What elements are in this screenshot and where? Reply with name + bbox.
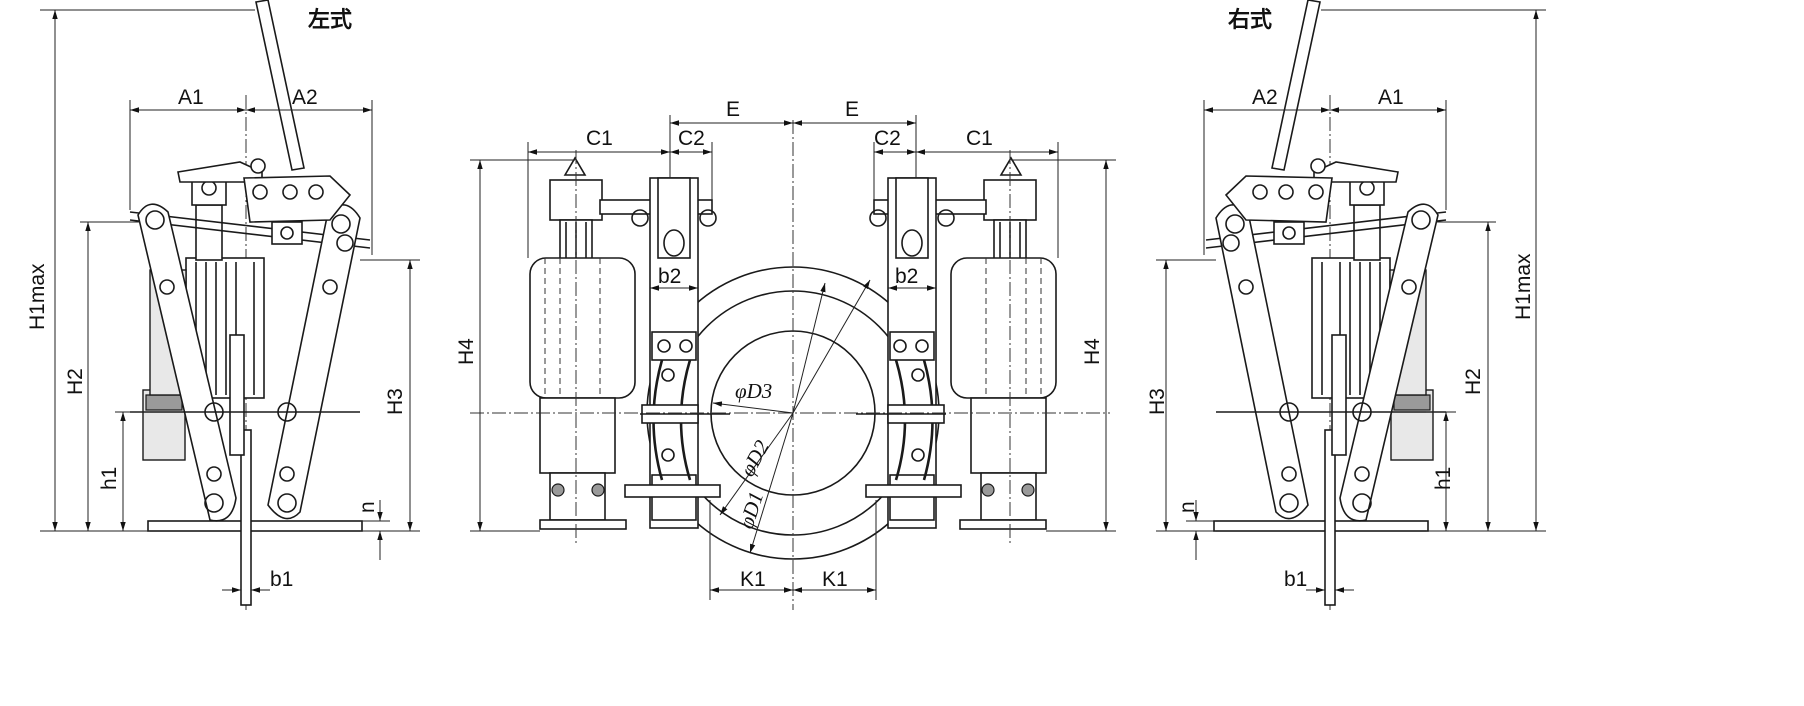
dim-C2-right: C2 bbox=[874, 127, 901, 150]
dim-b2-right: b2 bbox=[895, 265, 918, 288]
dim-D3: φD3 bbox=[735, 379, 772, 403]
dim-H3-right: H3 bbox=[1146, 388, 1169, 415]
dim-E-left: E bbox=[726, 98, 740, 121]
dim-n-left: n bbox=[356, 501, 379, 513]
dim-C1-left: C1 bbox=[586, 127, 613, 150]
dim-C1-right: C1 bbox=[966, 127, 993, 150]
right-style-view: 右式 A2 A1 H1max H2 h1 H3 n b1 bbox=[1146, 0, 1546, 611]
dim-H4-right: H4 bbox=[1081, 338, 1104, 365]
left-style-view: 左式 A1 A2 H1max H2 h1 H3 n b1 bbox=[26, 0, 420, 611]
dim-C2-left: C2 bbox=[678, 127, 705, 150]
dim-A2-right: A2 bbox=[1252, 86, 1278, 109]
dim-H3-left: H3 bbox=[384, 388, 407, 415]
dim-H2-left: H2 bbox=[64, 368, 87, 395]
dim-A1-right: A1 bbox=[1378, 86, 1404, 109]
dim-H1max-left: H1max bbox=[26, 263, 49, 330]
dim-b2-left: b2 bbox=[658, 265, 681, 288]
dim-h1-right: h1 bbox=[1432, 467, 1455, 490]
dim-D1: φD1 bbox=[734, 489, 768, 532]
dim-A2-left: A2 bbox=[292, 86, 318, 109]
dim-K1-right: K1 bbox=[822, 568, 848, 591]
dim-K1-left: K1 bbox=[740, 568, 766, 591]
dim-A1-left: A1 bbox=[178, 86, 204, 109]
front-view: C1 C2 E E C2 C1 b2 b2 H4 H4 K1 K1 φD3 φD… bbox=[455, 98, 1116, 610]
dim-h1-left: h1 bbox=[98, 467, 121, 490]
dim-E-right: E bbox=[845, 98, 859, 121]
dim-H4-left: H4 bbox=[455, 338, 478, 365]
left-style-title: 左式 bbox=[308, 7, 352, 33]
dim-b1-right: b1 bbox=[1284, 568, 1307, 591]
dim-H1max-right: H1max bbox=[1512, 253, 1535, 320]
dim-b1-left: b1 bbox=[270, 568, 293, 591]
dim-n-right: n bbox=[1176, 501, 1199, 513]
right-style-title: 右式 bbox=[1228, 8, 1272, 33]
dim-H2-right: H2 bbox=[1462, 368, 1485, 395]
dim-D2: φD2 bbox=[735, 436, 774, 481]
